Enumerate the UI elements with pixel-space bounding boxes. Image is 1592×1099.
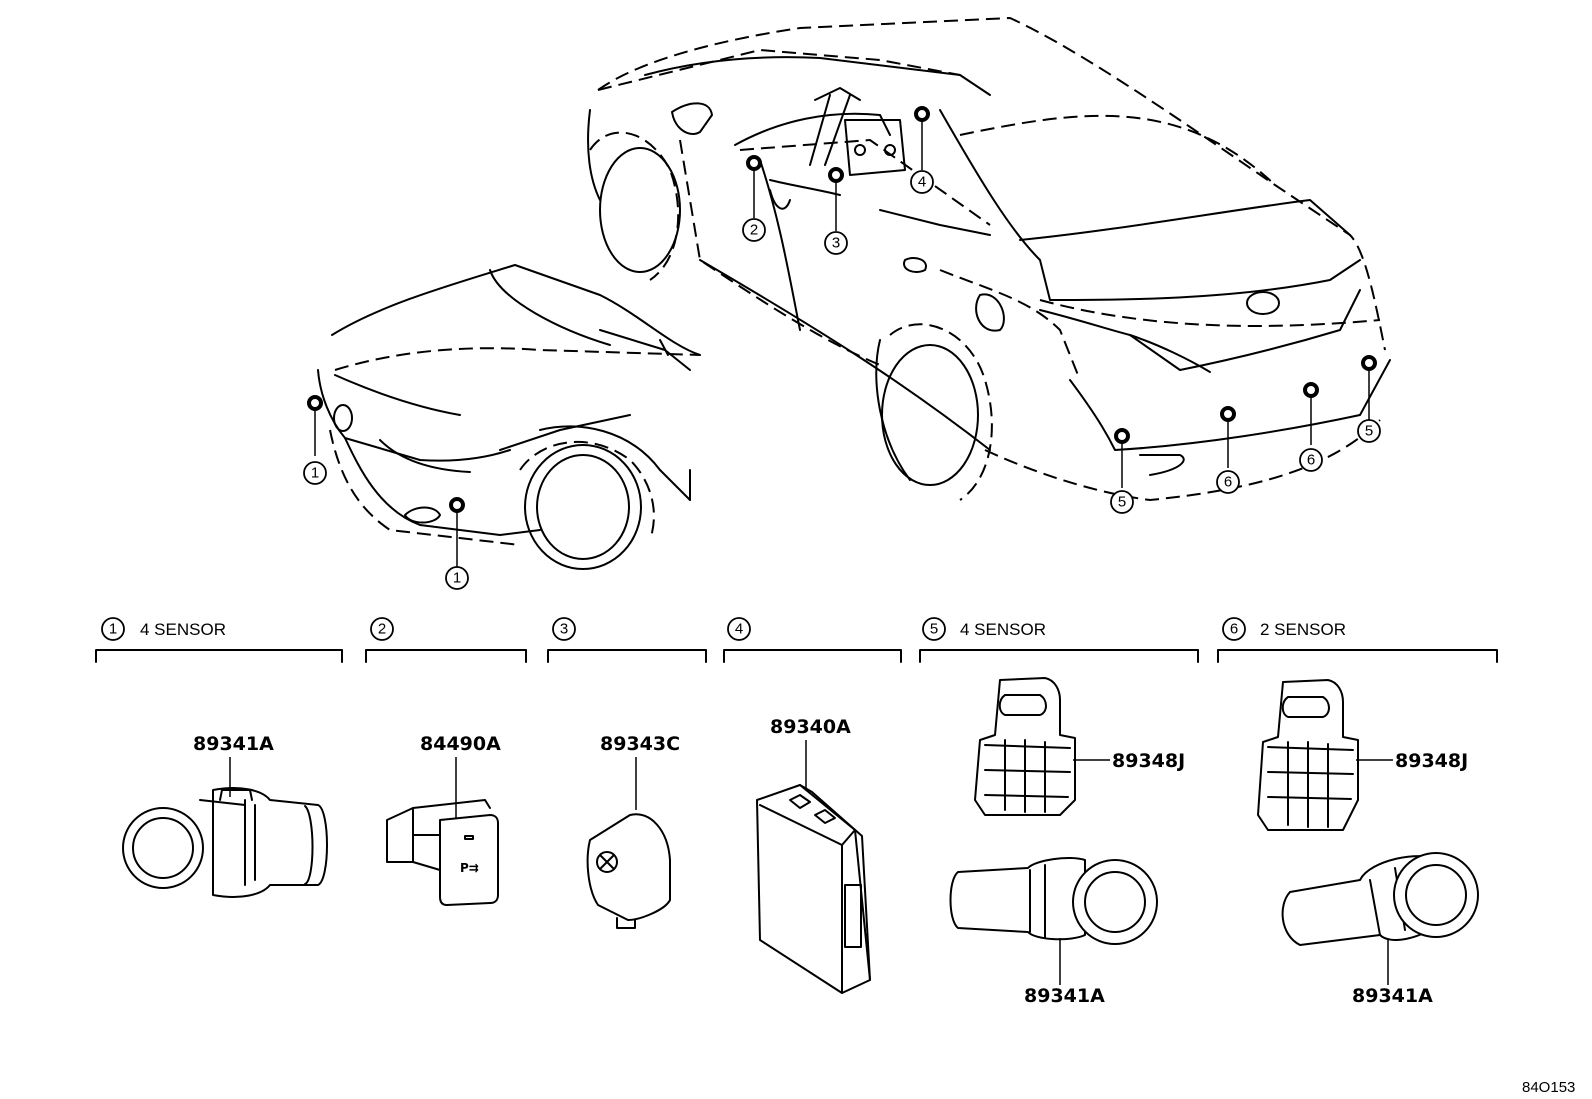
buzzer-location-marker-3 bbox=[828, 167, 844, 183]
svg-text:5: 5 bbox=[930, 621, 938, 638]
ecu-part-group-4: 89340A bbox=[756, 716, 871, 994]
switch-face-icon: P⇉ bbox=[460, 861, 479, 875]
sensor-location-marker-5a bbox=[1114, 428, 1130, 444]
front-car-illustration bbox=[317, 264, 701, 570]
part-number-89348J-group-5: 89348J bbox=[1112, 750, 1185, 772]
svg-text:2: 2 bbox=[378, 621, 386, 638]
part-number-89341A-group-1: 89341A bbox=[193, 733, 274, 755]
group-5-label: 4 SENSOR bbox=[960, 620, 1046, 639]
callout-6b: 6 bbox=[1307, 452, 1315, 469]
sensor-part-group-6: 89348J 89341A bbox=[1257, 679, 1479, 1007]
sensor-location-marker-1a bbox=[307, 395, 323, 411]
part-number-89341A-group-6: 89341A bbox=[1352, 985, 1433, 1007]
part-number-89340A: 89340A bbox=[770, 716, 851, 738]
diagram-code: 84O153 bbox=[1522, 1079, 1575, 1096]
callout-5a: 5 bbox=[1118, 494, 1126, 511]
sensor-location-marker-1b bbox=[449, 497, 465, 513]
group-header-2: 2 bbox=[365, 617, 527, 663]
group-headers: 1 4 SENSOR 2 3 4 5 4 SENSOR bbox=[95, 617, 1498, 663]
switch-part-group-2: P⇉ 84490A bbox=[386, 733, 501, 906]
callout-5b: 5 bbox=[1365, 423, 1373, 440]
callout-1b: 1 bbox=[453, 570, 461, 587]
group-header-6: 6 2 SENSOR bbox=[1217, 617, 1498, 663]
group-header-5: 5 4 SENSOR bbox=[919, 617, 1199, 663]
sensor-part-group-1: 89341A bbox=[122, 733, 328, 898]
callout-4: 4 bbox=[918, 174, 926, 191]
svg-text:6: 6 bbox=[1230, 621, 1238, 638]
group-header-3: 3 bbox=[547, 617, 707, 663]
group-1-label: 4 SENSOR bbox=[140, 620, 226, 639]
group-6-label: 2 SENSOR bbox=[1260, 620, 1346, 639]
sensor-part-group-5: 89348J 89341A bbox=[949, 677, 1185, 1007]
part-number-89343C: 89343C bbox=[600, 733, 680, 755]
part-number-89341A-group-5: 89341A bbox=[1024, 985, 1105, 1007]
svg-text:1: 1 bbox=[109, 621, 117, 638]
buzzer-part-group-3: 89343C bbox=[586, 733, 680, 929]
group-header-1: 1 4 SENSOR bbox=[95, 617, 343, 663]
rear-car-illustration bbox=[587, 16, 1391, 502]
sensor-location-marker-6a bbox=[1220, 406, 1236, 422]
part-number-89348J-group-6: 89348J bbox=[1395, 750, 1468, 772]
sensor-location-marker-6b bbox=[1303, 382, 1319, 398]
svg-text:3: 3 bbox=[560, 621, 568, 638]
callout-1a: 1 bbox=[311, 465, 319, 482]
location-markers bbox=[307, 106, 1377, 570]
callout-3: 3 bbox=[832, 235, 840, 252]
ecu-location-marker-4 bbox=[914, 106, 930, 122]
group-header-4: 4 bbox=[723, 617, 902, 663]
callout-2: 2 bbox=[750, 222, 758, 239]
sensor-location-marker-5b bbox=[1361, 355, 1377, 371]
switch-location-marker-2 bbox=[746, 155, 762, 171]
callout-6a: 6 bbox=[1224, 474, 1232, 491]
car-callouts: 1 1 2 3 4 5 5 6 6 bbox=[303, 170, 1381, 590]
part-number-84490A: 84490A bbox=[420, 733, 501, 755]
svg-text:4: 4 bbox=[735, 621, 743, 638]
